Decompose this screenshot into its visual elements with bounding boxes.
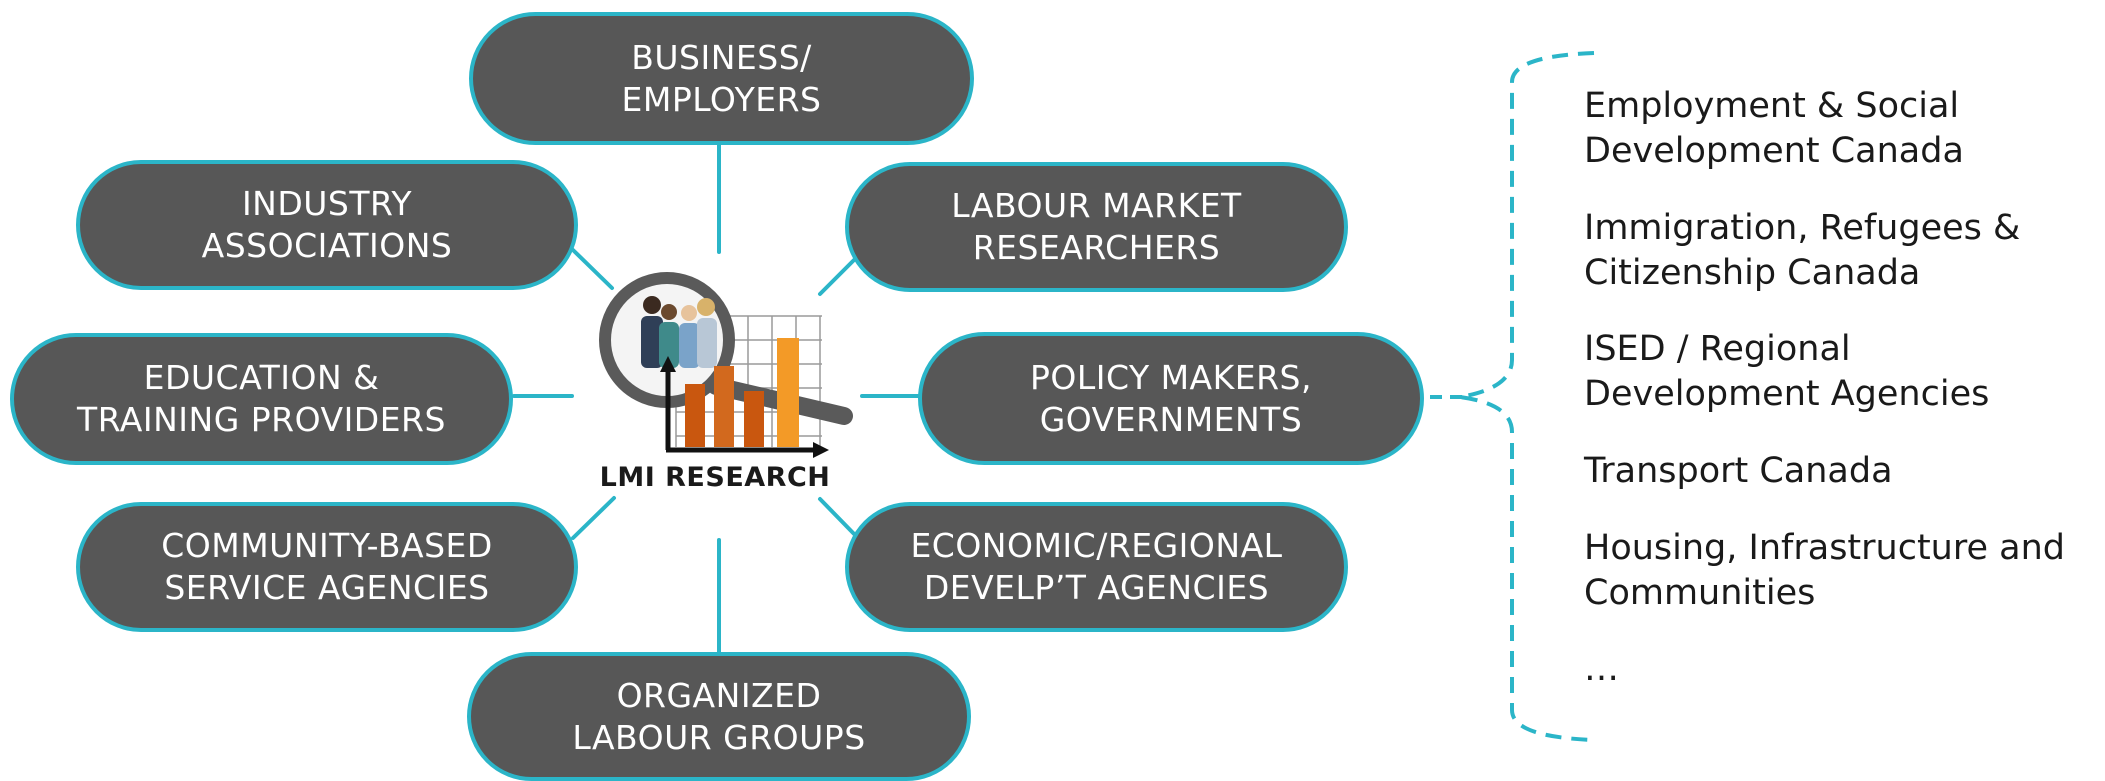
connector-lmr [818,258,856,296]
department-item: Employment & Social Development Canada [1584,84,1964,174]
node-community-based-agencies: COMMUNITY-BASED SERVICE AGENCIES [76,502,578,632]
department-line: Employment & Social [1584,86,1960,126]
department-item: … [1584,647,1619,692]
node-labour-market-researchers: LABOUR MARKET RESEARCHERS [845,162,1348,292]
node-line: COMMUNITY-BASED [161,526,493,565]
node-line: LABOUR GROUPS [572,717,866,757]
bracket-icon [1459,51,1595,742]
department-item: Immigration, Refugees & Citizenship Cana… [1584,206,2020,296]
department-item: Housing, Infrastructure and Communities [1584,526,2065,616]
node-line: EMPLOYERS [621,79,822,119]
node-business-employers: BUSINESS/ EMPLOYERS [469,12,974,145]
node-industry-associations: INDUSTRY ASSOCIATIONS [76,160,578,290]
department-line: Immigration, Refugees & [1584,208,2021,248]
node-line: SERVICE AGENCIES [164,568,490,607]
department-item: ISED / Regional Development Agencies [1584,327,1989,417]
node-line: EDUCATION & [143,358,380,397]
department-line: Communities [1584,573,1816,613]
department-line: Development Canada [1584,131,1964,171]
department-line: Housing, Infrastructure and [1584,528,2065,568]
node-policy-makers-governments: POLICY MAKERS, GOVERNMENTS [918,332,1424,465]
connector-community [571,496,616,540]
connector-economic [818,497,860,540]
connector-industry [571,248,614,290]
node-economic-regional-agencies: ECONOMIC/REGIONAL DEVELP’T AGENCIES [845,502,1348,632]
node-line: INDUSTRY [241,184,413,223]
department-line: Citizenship Canada [1584,253,1921,293]
node-line: BUSINESS/ [631,37,812,77]
node-organized-labour-groups: ORGANIZED LABOUR GROUPS [467,652,971,781]
node-line: POLICY MAKERS, [1029,357,1312,397]
department-line: Development Agencies [1584,374,1990,414]
department-line: Transport Canada [1584,451,1893,491]
node-line: TRAINING PROVIDERS [77,400,446,439]
magnifier-people-bar-chart-icon [599,272,853,458]
node-line: ORGANIZED [616,675,822,715]
node-line: DEVELP’T AGENCIES [923,568,1270,607]
department-line: … [1584,649,1619,689]
node-line: ASSOCIATIONS [201,226,453,265]
department-line: ISED / Regional [1584,329,1851,369]
node-education-training-providers: EDUCATION & TRAINING PROVIDERS [10,333,513,465]
department-item: Transport Canada [1584,449,1893,494]
node-line: ECONOMIC/REGIONAL [910,526,1283,565]
node-line: LABOUR MARKET [951,186,1242,225]
center-label: LMI RESEARCH [599,462,831,493]
node-line: GOVERNMENTS [1039,399,1303,439]
node-line: RESEARCHERS [972,228,1221,267]
